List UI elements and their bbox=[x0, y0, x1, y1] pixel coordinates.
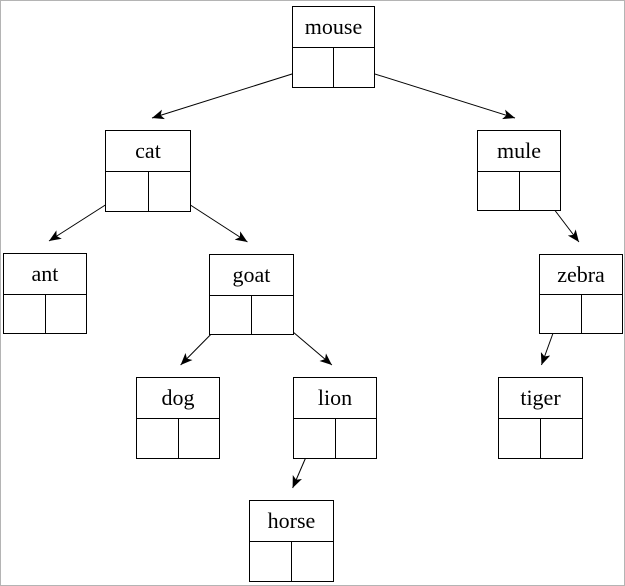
pointer-cell-right bbox=[148, 172, 190, 211]
pointer-cell-right bbox=[178, 419, 219, 458]
node-label: mule bbox=[478, 131, 560, 172]
pointer-cell-left bbox=[293, 48, 334, 87]
node-tiger: tiger bbox=[498, 377, 583, 459]
pointer-cell-left bbox=[137, 419, 179, 458]
pointer-cell-right bbox=[581, 295, 622, 333]
node-label: goat bbox=[210, 255, 293, 296]
edge-mouse-cat bbox=[151, 67, 313, 120]
node-label: dog bbox=[137, 378, 219, 420]
pointer-cell-left bbox=[540, 295, 582, 333]
pointer-cell-right bbox=[519, 171, 560, 210]
pointer-cell-left bbox=[106, 172, 149, 211]
pointer-cell-left bbox=[250, 542, 292, 581]
pointer-cell-right bbox=[541, 419, 582, 458]
pointer-cell-right bbox=[334, 48, 374, 87]
node-label: horse bbox=[250, 501, 333, 543]
node-goat: goat bbox=[209, 254, 294, 335]
pointer-cell-left bbox=[4, 294, 46, 333]
pointer-cell-left bbox=[499, 419, 541, 458]
pointer-cell-right bbox=[252, 295, 293, 334]
node-label: cat bbox=[106, 131, 190, 173]
pointer-cell-left bbox=[294, 419, 336, 458]
node-dog: dog bbox=[136, 377, 220, 459]
node-label: tiger bbox=[499, 378, 582, 420]
pointer-cell-right bbox=[335, 419, 376, 458]
node-lion: lion bbox=[293, 377, 377, 459]
node-cat: cat bbox=[105, 130, 191, 212]
pointer-cell-left bbox=[478, 171, 520, 210]
pointer-cell-right bbox=[292, 542, 333, 581]
node-ant: ant bbox=[3, 253, 87, 334]
node-horse: horse bbox=[249, 500, 334, 582]
node-label: mouse bbox=[293, 7, 374, 49]
node-label: lion bbox=[294, 378, 376, 420]
node-zebra: zebra bbox=[539, 254, 623, 334]
node-mule: mule bbox=[477, 130, 561, 211]
node-label: ant bbox=[4, 254, 86, 295]
node-mouse: mouse bbox=[292, 6, 375, 88]
pointer-cell-right bbox=[45, 294, 86, 333]
pointer-cell-left bbox=[210, 295, 252, 334]
edge-mouse-mule bbox=[354, 67, 516, 120]
node-label: zebra bbox=[540, 255, 622, 296]
